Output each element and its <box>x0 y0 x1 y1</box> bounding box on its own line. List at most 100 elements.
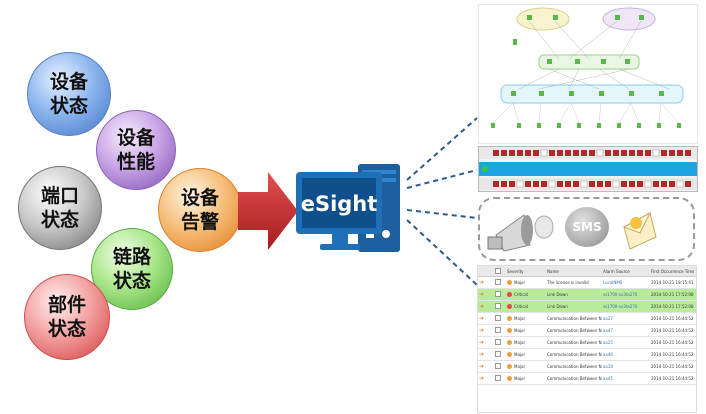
row-alarm-source-link[interactable]: ax45 <box>603 376 613 381</box>
severity-label: Major <box>514 339 526 345</box>
row-name: Communication Between NMS And NE Is Abno… <box>547 340 602 345</box>
row-alarm-source-link[interactable]: ax25 <box>603 340 613 345</box>
severity-icon <box>507 280 512 286</box>
header-checkbox[interactable] <box>494 267 506 275</box>
row-first-occurrence: 2014-10-21 16:44:52 <box>651 340 694 345</box>
row-alarm-source-link[interactable]: ax27 <box>603 316 613 321</box>
row-alarm-source-link[interactable]: LocalNMS <box>603 280 623 285</box>
severity-label: Major <box>514 363 526 369</box>
row-alarm-source-link[interactable]: ax34 <box>603 364 613 369</box>
severity-icon <box>507 352 512 358</box>
table-row[interactable]: ➜ Major Communication Between NMS And NE I… <box>478 349 696 361</box>
severity-label: Major <box>514 279 526 285</box>
row-name: Link Down <box>547 304 568 309</box>
esight-label: eSight <box>300 192 378 216</box>
row-name: The license is invalid <box>547 280 589 285</box>
table-row[interactable]: ➜ Critical Link Down ss1700-sx3ta270 2014-10… <box>478 301 696 313</box>
header-first-occurrence[interactable]: First Occurrence Time <box>651 268 694 274</box>
flow-arrow <box>238 172 298 250</box>
row-first-occurrence: 2014-10-21 17:52:08 <box>651 304 694 309</box>
row-severity: Critical <box>506 304 546 310</box>
row-alarm-source-link[interactable]: ax46 <box>603 352 613 357</box>
severity-label: Major <box>514 351 526 357</box>
table-row[interactable]: ➜ Major Communication Between NMS And NE I… <box>478 325 696 337</box>
device-panel <box>478 146 698 192</box>
row-alarm-source-link[interactable]: ss1700-sx3ta270 <box>603 292 638 297</box>
header-alarm-source[interactable]: Alarm Source <box>603 268 630 274</box>
row-first-occurrence: 2014-10-21 16:44:52 <box>651 376 694 381</box>
header-severity[interactable]: Severity <box>507 268 524 274</box>
row-checkbox[interactable] <box>494 279 506 286</box>
row-checkbox[interactable] <box>494 363 506 370</box>
row-name: Communication Between NMS And NE Is Abno… <box>547 364 602 369</box>
bubble-device-status: 设备 状态 <box>27 52 111 136</box>
sms-icon: SMS <box>565 207 609 247</box>
bubble-device-alarm: 设备 告警 <box>158 168 242 252</box>
row-arrow-icon[interactable]: ➜ <box>479 315 485 322</box>
row-name: Link Down <box>547 292 568 297</box>
row-checkbox[interactable] <box>494 339 506 346</box>
table-row[interactable]: ➜ Critical Link Down ss1700-sx3ta270 2014-10… <box>478 289 696 301</box>
bubble-component-status: 部件 状态 <box>24 274 110 360</box>
row-checkbox[interactable] <box>494 315 506 322</box>
severity-label: Major <box>514 375 526 381</box>
row-arrow-icon[interactable]: ➜ <box>479 339 485 346</box>
row-severity: Major <box>506 376 546 382</box>
severity-label: Critical <box>514 303 528 309</box>
row-name: Communication Between NMS And NE Is Abno… <box>547 316 602 321</box>
topology-diagram <box>491 7 684 128</box>
table-row[interactable]: ➜ Major Communication Between NMS And NE I… <box>478 313 696 325</box>
table-row[interactable]: ➜ Major The license is invalid LocalNMS 2014… <box>478 277 696 289</box>
row-first-occurrence: 2014-10-21 17:52:08 <box>651 292 694 297</box>
row-severity: Major <box>506 364 546 370</box>
row-arrow-icon[interactable]: ➜ <box>479 327 485 334</box>
email-icon <box>622 211 657 250</box>
row-severity: Major <box>506 352 546 358</box>
row-severity: Critical <box>506 292 546 298</box>
severity-icon <box>507 328 512 334</box>
table-row[interactable]: ➜ Major Communication Between NMS And NE I… <box>478 373 696 385</box>
row-checkbox[interactable] <box>494 375 506 382</box>
dashed-connectors <box>406 117 478 286</box>
speaker-icon <box>487 214 554 252</box>
alarm-table-header: Severity Name Alarm Source First Occurre… <box>478 266 696 277</box>
row-alarm-source-link[interactable]: ax47 <box>603 328 613 333</box>
table-row[interactable]: ➜ Major Communication Between NMS And NE I… <box>478 337 696 349</box>
row-severity: Major <box>506 316 546 322</box>
row-first-occurrence: 2014-10-21 16:44:52 <box>651 352 694 357</box>
header-name[interactable]: Name <box>547 268 559 274</box>
severity-label: Major <box>514 327 526 333</box>
row-first-occurrence: 2014-10-21 16:44:52 <box>651 328 694 333</box>
row-severity: Major <box>506 340 546 346</box>
row-severity: Major <box>506 328 546 334</box>
severity-label: Major <box>514 315 526 321</box>
device-chassis <box>479 147 697 190</box>
row-arrow-icon[interactable]: ➜ <box>479 303 485 310</box>
row-checkbox[interactable] <box>494 327 506 334</box>
row-checkbox[interactable] <box>494 291 506 298</box>
row-alarm-source-link[interactable]: ss1700-sx3ta270 <box>603 304 638 309</box>
bubble-device-performance: 设备 性能 <box>96 110 176 190</box>
row-checkbox[interactable] <box>494 303 506 310</box>
severity-label: Critical <box>514 291 528 297</box>
severity-icon <box>507 364 512 370</box>
notification-media-box: SMS <box>478 197 695 261</box>
esight-server: eSight <box>296 160 416 260</box>
row-name: Communication Between NMS And NE Is Abno… <box>547 328 602 333</box>
row-arrow-icon[interactable]: ➜ <box>479 291 485 298</box>
alarm-table: Severity Name Alarm Source First Occurre… <box>477 265 697 413</box>
row-arrow-icon[interactable]: ➜ <box>479 279 485 286</box>
row-name: Communication Between NMS And NE Is Abno… <box>547 376 602 381</box>
row-arrow-icon[interactable]: ➜ <box>479 363 485 370</box>
severity-icon <box>507 304 512 310</box>
alarm-table-body: ➜ Major The license is invalid LocalNMS 2014… <box>478 277 696 385</box>
severity-icon <box>507 340 512 346</box>
row-severity: Major <box>506 280 546 286</box>
row-name: Communication Between NMS And NE Is Abno… <box>547 352 602 357</box>
row-arrow-icon[interactable]: ➜ <box>479 351 485 358</box>
row-arrow-icon[interactable]: ➜ <box>479 375 485 382</box>
row-checkbox[interactable] <box>494 351 506 358</box>
table-row[interactable]: ➜ Major Communication Between NMS And NE I… <box>478 361 696 373</box>
row-first-occurrence: 2014-10-21 18:15:41 <box>651 280 694 285</box>
severity-icon <box>507 292 512 298</box>
